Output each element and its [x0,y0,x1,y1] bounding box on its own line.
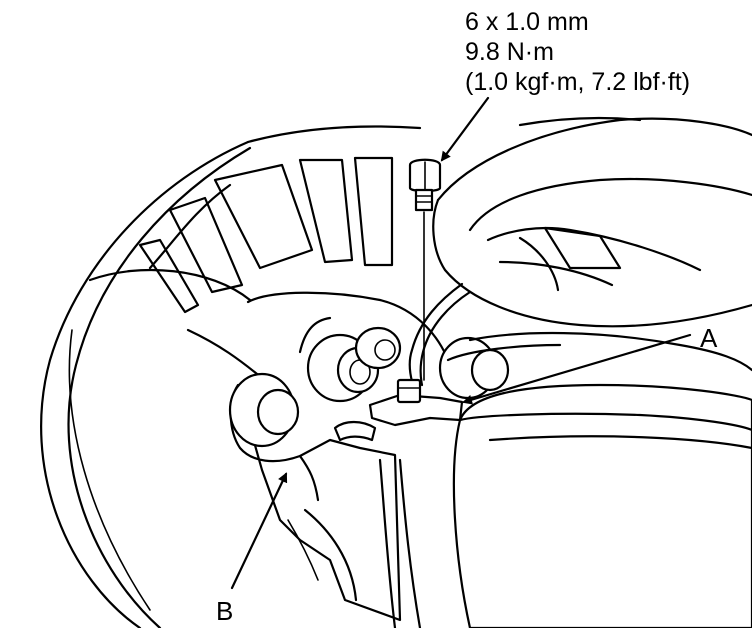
wheel-stud [438,336,510,400]
bolt-size-label: 6 x 1.0 mm [465,8,589,36]
steering-knuckle [228,372,422,630]
callout-a-arrow [462,333,692,405]
hub-assembly [186,291,510,403]
bolt-leader-arrow [440,96,490,162]
brake-disc [40,125,422,630]
wheel-speed-sensor [368,282,472,427]
torque-alt-label: (1.0 kgf·m, 7.2 lbf·ft) [465,68,690,96]
callout-b-arrow [230,472,288,590]
sensor-bolt [408,158,442,381]
lower-arm [452,383,752,630]
callout-b-label: B [216,596,233,626]
wheel-stud [354,326,402,370]
callout-a-label: A [700,323,718,353]
torque-nm-label: 9.8 N·m [465,38,554,66]
tire [432,116,752,372]
disc-vanes [138,156,394,314]
